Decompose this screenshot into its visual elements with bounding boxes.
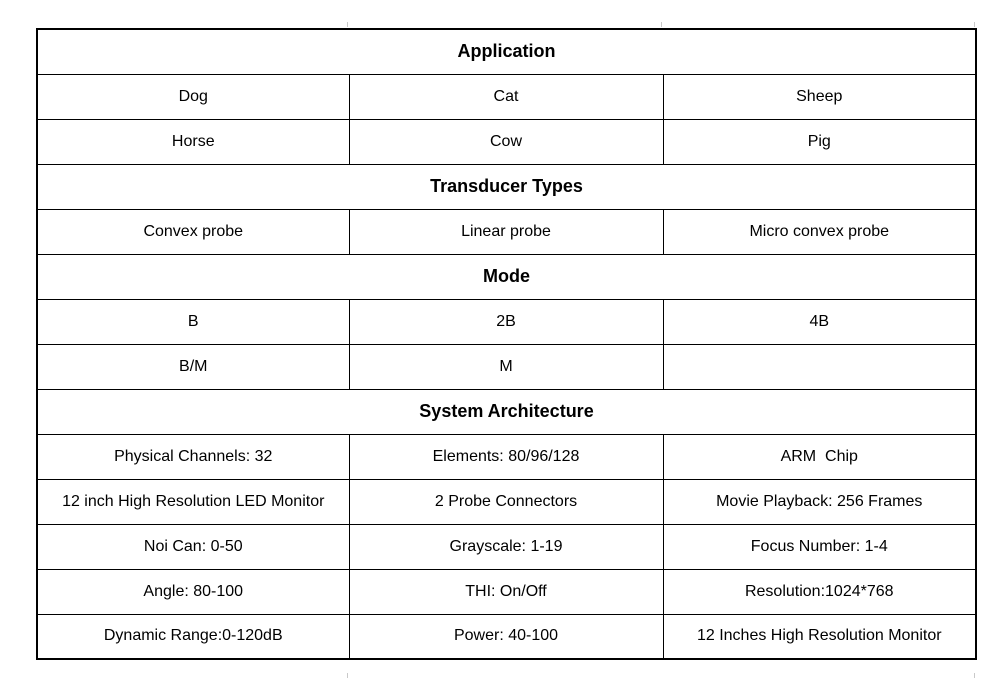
table-cell: Pig xyxy=(662,118,977,165)
table-cell: Dynamic Range:0-120dB xyxy=(36,613,350,660)
table-row: 12 inch High Resolution LED Monitor 2 Pr… xyxy=(36,478,977,525)
table-row: B 2B 4B xyxy=(36,298,977,345)
table-row: Noi Can: 0-50 Grayscale: 1-19 Focus Numb… xyxy=(36,523,977,570)
table-row: B/M M xyxy=(36,343,977,390)
spec-table-container: Application Dog Cat Sheep Horse Cow Pig … xyxy=(36,28,978,660)
section-header-transducer-types: Transducer Types xyxy=(36,163,977,210)
table-cell: Focus Number: 1-4 xyxy=(662,523,977,570)
gridline-artifact xyxy=(974,673,975,678)
table-cell-empty xyxy=(662,343,977,390)
table-row: Dog Cat Sheep xyxy=(36,73,977,120)
table-cell: Grayscale: 1-19 xyxy=(348,523,664,570)
gridline-artifact xyxy=(347,22,348,27)
table-cell: Convex probe xyxy=(36,208,350,255)
table-cell: Dog xyxy=(36,73,350,120)
table-row: Dynamic Range:0-120dB Power: 40-100 12 I… xyxy=(36,613,977,660)
table-cell: Cow xyxy=(348,118,664,165)
table-row: Application xyxy=(36,28,977,75)
table-row: Physical Channels: 32 Elements: 80/96/12… xyxy=(36,433,977,480)
table-row: Mode xyxy=(36,253,977,300)
section-header-mode: Mode xyxy=(36,253,977,300)
section-header-system-architecture: System Architecture xyxy=(36,388,977,435)
table-cell: 12 Inches High Resolution Monitor xyxy=(662,613,977,660)
table-row: Convex probe Linear probe Micro convex p… xyxy=(36,208,977,255)
table-cell: Movie Playback: 256 Frames xyxy=(662,478,977,525)
table-cell: Resolution:1024*768 xyxy=(662,568,977,615)
gridline-artifact xyxy=(347,673,348,678)
table-cell: Physical Channels: 32 xyxy=(36,433,350,480)
table-cell: Horse xyxy=(36,118,350,165)
table-cell: Cat xyxy=(348,73,664,120)
table-cell: Linear probe xyxy=(348,208,664,255)
spec-table: Application Dog Cat Sheep Horse Cow Pig … xyxy=(36,28,978,660)
table-cell: Power: 40-100 xyxy=(348,613,664,660)
gridline-artifact xyxy=(661,22,662,27)
table-cell: Sheep xyxy=(662,73,977,120)
table-cell: 12 inch High Resolution LED Monitor xyxy=(36,478,350,525)
table-row: Horse Cow Pig xyxy=(36,118,977,165)
table-cell: Micro convex probe xyxy=(662,208,977,255)
table-cell: Angle: 80-100 xyxy=(36,568,350,615)
table-row: Transducer Types xyxy=(36,163,977,210)
table-cell: Elements: 80/96/128 xyxy=(348,433,664,480)
section-header-application: Application xyxy=(36,28,977,75)
table-cell: M xyxy=(348,343,664,390)
table-cell: Noi Can: 0-50 xyxy=(36,523,350,570)
table-cell: 2B xyxy=(348,298,664,345)
gridline-artifact xyxy=(974,22,975,27)
table-cell: ARM Chip xyxy=(662,433,977,480)
table-cell: B/M xyxy=(36,343,350,390)
table-cell: 2 Probe Connectors xyxy=(348,478,664,525)
table-row: System Architecture xyxy=(36,388,977,435)
table-row: Angle: 80-100 THI: On/Off Resolution:102… xyxy=(36,568,977,615)
table-cell: B xyxy=(36,298,350,345)
table-cell: THI: On/Off xyxy=(348,568,664,615)
table-cell: 4B xyxy=(662,298,977,345)
